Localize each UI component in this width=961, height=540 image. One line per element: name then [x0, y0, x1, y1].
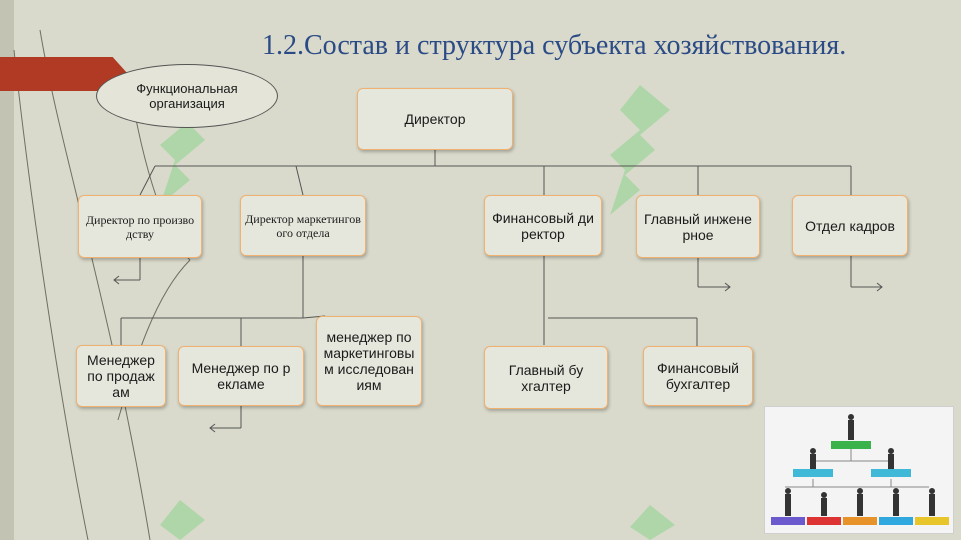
node-hr-department: Отдел кадров [792, 195, 908, 256]
watermark-logo-icon [160, 500, 205, 540]
node-label: Директор [404, 111, 466, 127]
page-title: 1.2.Состав и структура субъекта хозяйств… [262, 30, 847, 61]
node-label: Финансовый директор [492, 209, 594, 242]
node-label: Финансовый бухгалтер [657, 360, 739, 392]
node-research-manager: менеджер по маркетинговым исследованиям [316, 316, 422, 406]
node-label: Главный бухгалтер [508, 361, 584, 394]
node-chief-accountant: Главный бухгалтер [484, 346, 608, 409]
watermark-logo-icon [630, 505, 675, 540]
node-label: Директор маркетингового отдела [245, 211, 361, 240]
functional-organization-ellipse: Функциональная организация [96, 64, 278, 128]
node-label: Директор по производству [85, 212, 195, 241]
node-label: Менеджер по рекламе [191, 360, 291, 392]
node-label: Отдел кадров [805, 217, 895, 234]
node-chief-engineer: Главный инженерное [636, 195, 760, 258]
node-production-director: Директор по производству [78, 195, 202, 258]
node-label: менеджер по маркетинговым исследованиям [323, 329, 415, 393]
node-financial-accountant: Финансовый бухгалтер [643, 346, 753, 406]
node-label: Менеджер по продажам [87, 352, 155, 400]
node-marketing-director: Директор маркетингового отдела [240, 195, 366, 256]
node-director: Директор [357, 88, 513, 150]
node-label: Главный инженерное [644, 210, 752, 243]
watermark-logo-icon [610, 85, 670, 215]
hierarchy-illustration [764, 406, 954, 534]
org-people-icon [771, 414, 949, 525]
ellipse-label: Функциональная организация [136, 81, 238, 111]
node-advertising-manager: Менеджер по рекламе [178, 346, 304, 406]
node-financial-director: Финансовый директор [484, 195, 602, 256]
node-sales-manager: Менеджер по продажам [76, 345, 166, 407]
left-strip [0, 0, 14, 540]
